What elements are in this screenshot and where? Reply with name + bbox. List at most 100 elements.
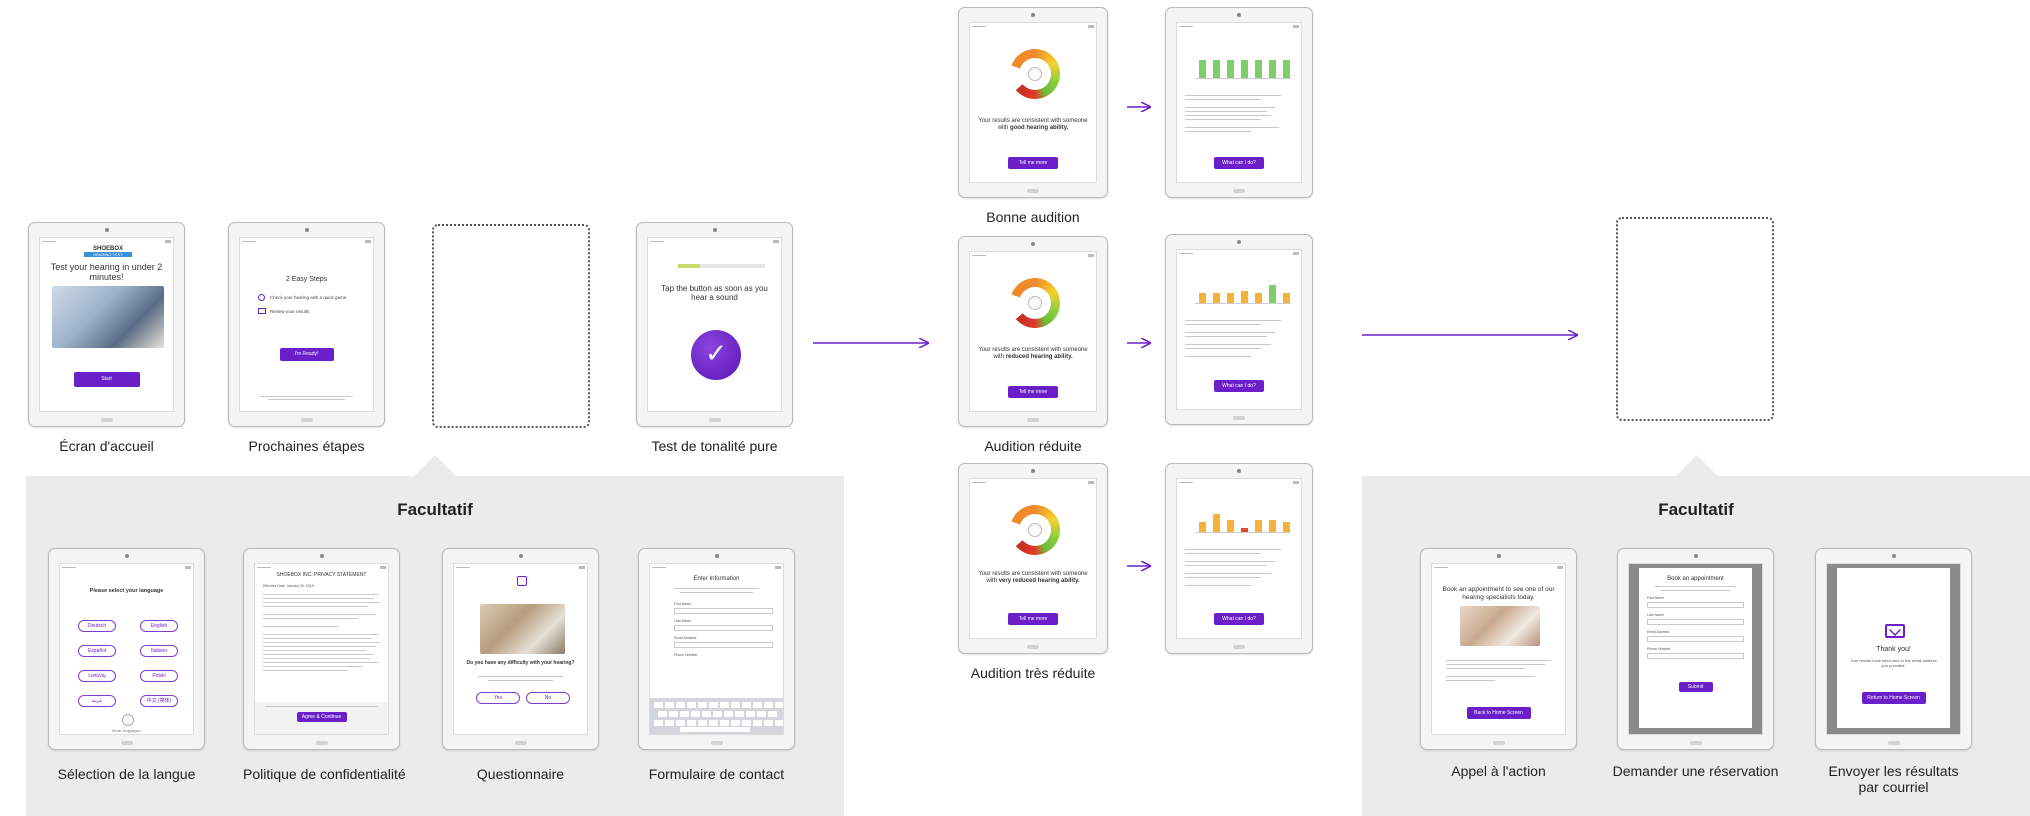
result-text: Your results are consistent with someone…: [978, 347, 1088, 360]
caption-call-to-action: Appel à l'action: [1451, 763, 1546, 779]
agree-continue-button[interactable]: Agree & Continue: [296, 712, 347, 722]
bar: [1199, 293, 1206, 303]
envelope-icon: [1885, 624, 1905, 638]
text-line: [263, 626, 338, 627]
text-line: [1185, 324, 1261, 325]
shoebox-logo: SHOEBOX HEARING TEST: [84, 246, 132, 257]
tell-me-more-button[interactable]: Tell me more: [1008, 386, 1058, 398]
email-input[interactable]: [674, 642, 773, 648]
more-languages-label[interactable]: More languages: [112, 728, 141, 733]
tell-me-more-button[interactable]: Tell me more: [1008, 613, 1058, 625]
text-line: [1185, 332, 1275, 333]
back-to-home-button[interactable]: Back to Home Screen: [1466, 707, 1531, 719]
screen-language: Please select your language Deutsch Engl…: [59, 563, 194, 735]
language-option[interactable]: عربية: [78, 695, 116, 707]
text-line: [1185, 320, 1281, 321]
language-option[interactable]: Lietuvių: [78, 670, 116, 682]
bar: [1255, 520, 1262, 532]
hearing-gauge: [1010, 49, 1060, 99]
tablet-questionnaire: Do you have any difficulty with your hea…: [442, 548, 599, 750]
text-line: [263, 602, 380, 603]
tablet-privacy: SHOEBOX INC. PRIVACY STATEMENT Effective…: [243, 548, 400, 750]
home-button: [710, 741, 723, 745]
status-bar: [652, 565, 781, 570]
text-line: [263, 670, 348, 671]
camera-dot: [124, 554, 129, 558]
yes-button[interactable]: Yes: [476, 692, 520, 704]
screen-detail-very-reduced: What can I do?: [1176, 478, 1302, 639]
start-button[interactable]: Start: [73, 372, 140, 387]
return-home-button[interactable]: Return to Home Screen: [1861, 692, 1926, 704]
what-can-i-do-button[interactable]: What can I do?: [1214, 157, 1264, 169]
last-name-input[interactable]: [1647, 619, 1744, 625]
language-option[interactable]: Italiano: [140, 645, 178, 657]
check-icon: ✓: [705, 338, 727, 368]
cta-headline: Book an appointment to see one of our he…: [1442, 586, 1555, 601]
last-name-input[interactable]: [674, 625, 773, 631]
question-text: Do you have any difficulty with your hea…: [466, 660, 575, 666]
language-option[interactable]: 中文 (简体): [140, 695, 178, 707]
no-button[interactable]: No: [526, 692, 570, 704]
caption-next-steps: Prochaines étapes: [248, 438, 365, 454]
frequency-bars-good: [1195, 51, 1291, 79]
text-line: [1185, 356, 1251, 357]
status-bar: [1179, 24, 1299, 29]
phone-input[interactable]: [1647, 653, 1744, 659]
text-line: [1185, 131, 1251, 132]
tablet-welcome: SHOEBOX HEARING TEST Test your hearing i…: [28, 222, 185, 427]
text-line: [1185, 561, 1275, 562]
tablet-detail-reduced: What can I do?: [1165, 234, 1313, 425]
text-line: [1185, 336, 1267, 337]
email-input[interactable]: [1647, 636, 1744, 642]
screen-next-steps: 2 Easy Steps Check your hearing with a q…: [239, 237, 374, 412]
text-line: [1185, 348, 1261, 349]
camera-dot: [1237, 240, 1241, 244]
text-line: [263, 638, 372, 639]
result-text: Your results are consistent with someone…: [978, 571, 1088, 584]
step1-icon: [258, 294, 265, 301]
tablet-contact: Enter Information First Name Last Name E…: [638, 548, 795, 750]
ready-button[interactable]: I'm Ready!: [279, 348, 334, 361]
caption-email-results-line2: par courriel: [1858, 779, 1929, 795]
bar: [1283, 522, 1290, 532]
screen-questionnaire: Do you have any difficulty with your hea…: [453, 563, 588, 735]
text-line: [263, 598, 374, 599]
what-can-i-do-button[interactable]: What can I do?: [1214, 613, 1264, 625]
submit-button[interactable]: Submit: [1678, 682, 1713, 692]
text-line: [263, 662, 378, 663]
camera-dot: [712, 228, 717, 232]
step1-text: Check your hearing with a quick game: [270, 295, 347, 300]
language-option[interactable]: English: [140, 620, 178, 632]
screen-tone-test: Tap the button as soon as you hear a sou…: [647, 237, 782, 412]
tell-me-more-button[interactable]: Tell me more: [1008, 157, 1058, 169]
text-line: [263, 658, 370, 659]
status-bar: [257, 565, 386, 570]
bar: [1255, 60, 1262, 78]
step2-text: Review your results: [270, 309, 310, 314]
checkbox-line[interactable]: [265, 706, 378, 707]
tablet-next-steps: 2 Easy Steps Check your hearing with a q…: [228, 222, 385, 427]
home-button: [514, 741, 527, 745]
text-line: [1185, 119, 1261, 120]
onscreen-keyboard[interactable]: [650, 698, 783, 734]
what-can-i-do-button[interactable]: What can I do?: [1214, 380, 1264, 392]
camera-dot: [304, 228, 309, 232]
first-name-input[interactable]: [1647, 602, 1744, 608]
text-line: [1185, 115, 1271, 116]
tablet-cta: Book an appointment to see one of our he…: [1420, 548, 1577, 750]
tablet-tone-test: Tap the button as soon as you hear a sou…: [636, 222, 793, 427]
home-button: [1233, 189, 1245, 193]
language-option[interactable]: Español: [78, 645, 116, 657]
text-line: [1655, 586, 1736, 587]
caption-email-results-line1: Envoyer les résultats: [1828, 763, 1959, 779]
first-name-input[interactable]: [674, 608, 773, 614]
language-option[interactable]: Deutsch: [78, 620, 116, 632]
camera-dot: [1031, 242, 1035, 246]
camera-dot: [1237, 469, 1241, 473]
status-bar: [972, 480, 1094, 485]
field-label: First Name: [1647, 596, 1665, 600]
language-option[interactable]: Polski: [140, 670, 178, 682]
camera-dot: [1891, 554, 1896, 558]
more-languages-icon[interactable]: [122, 714, 134, 726]
tap-button[interactable]: ✓: [691, 330, 741, 380]
